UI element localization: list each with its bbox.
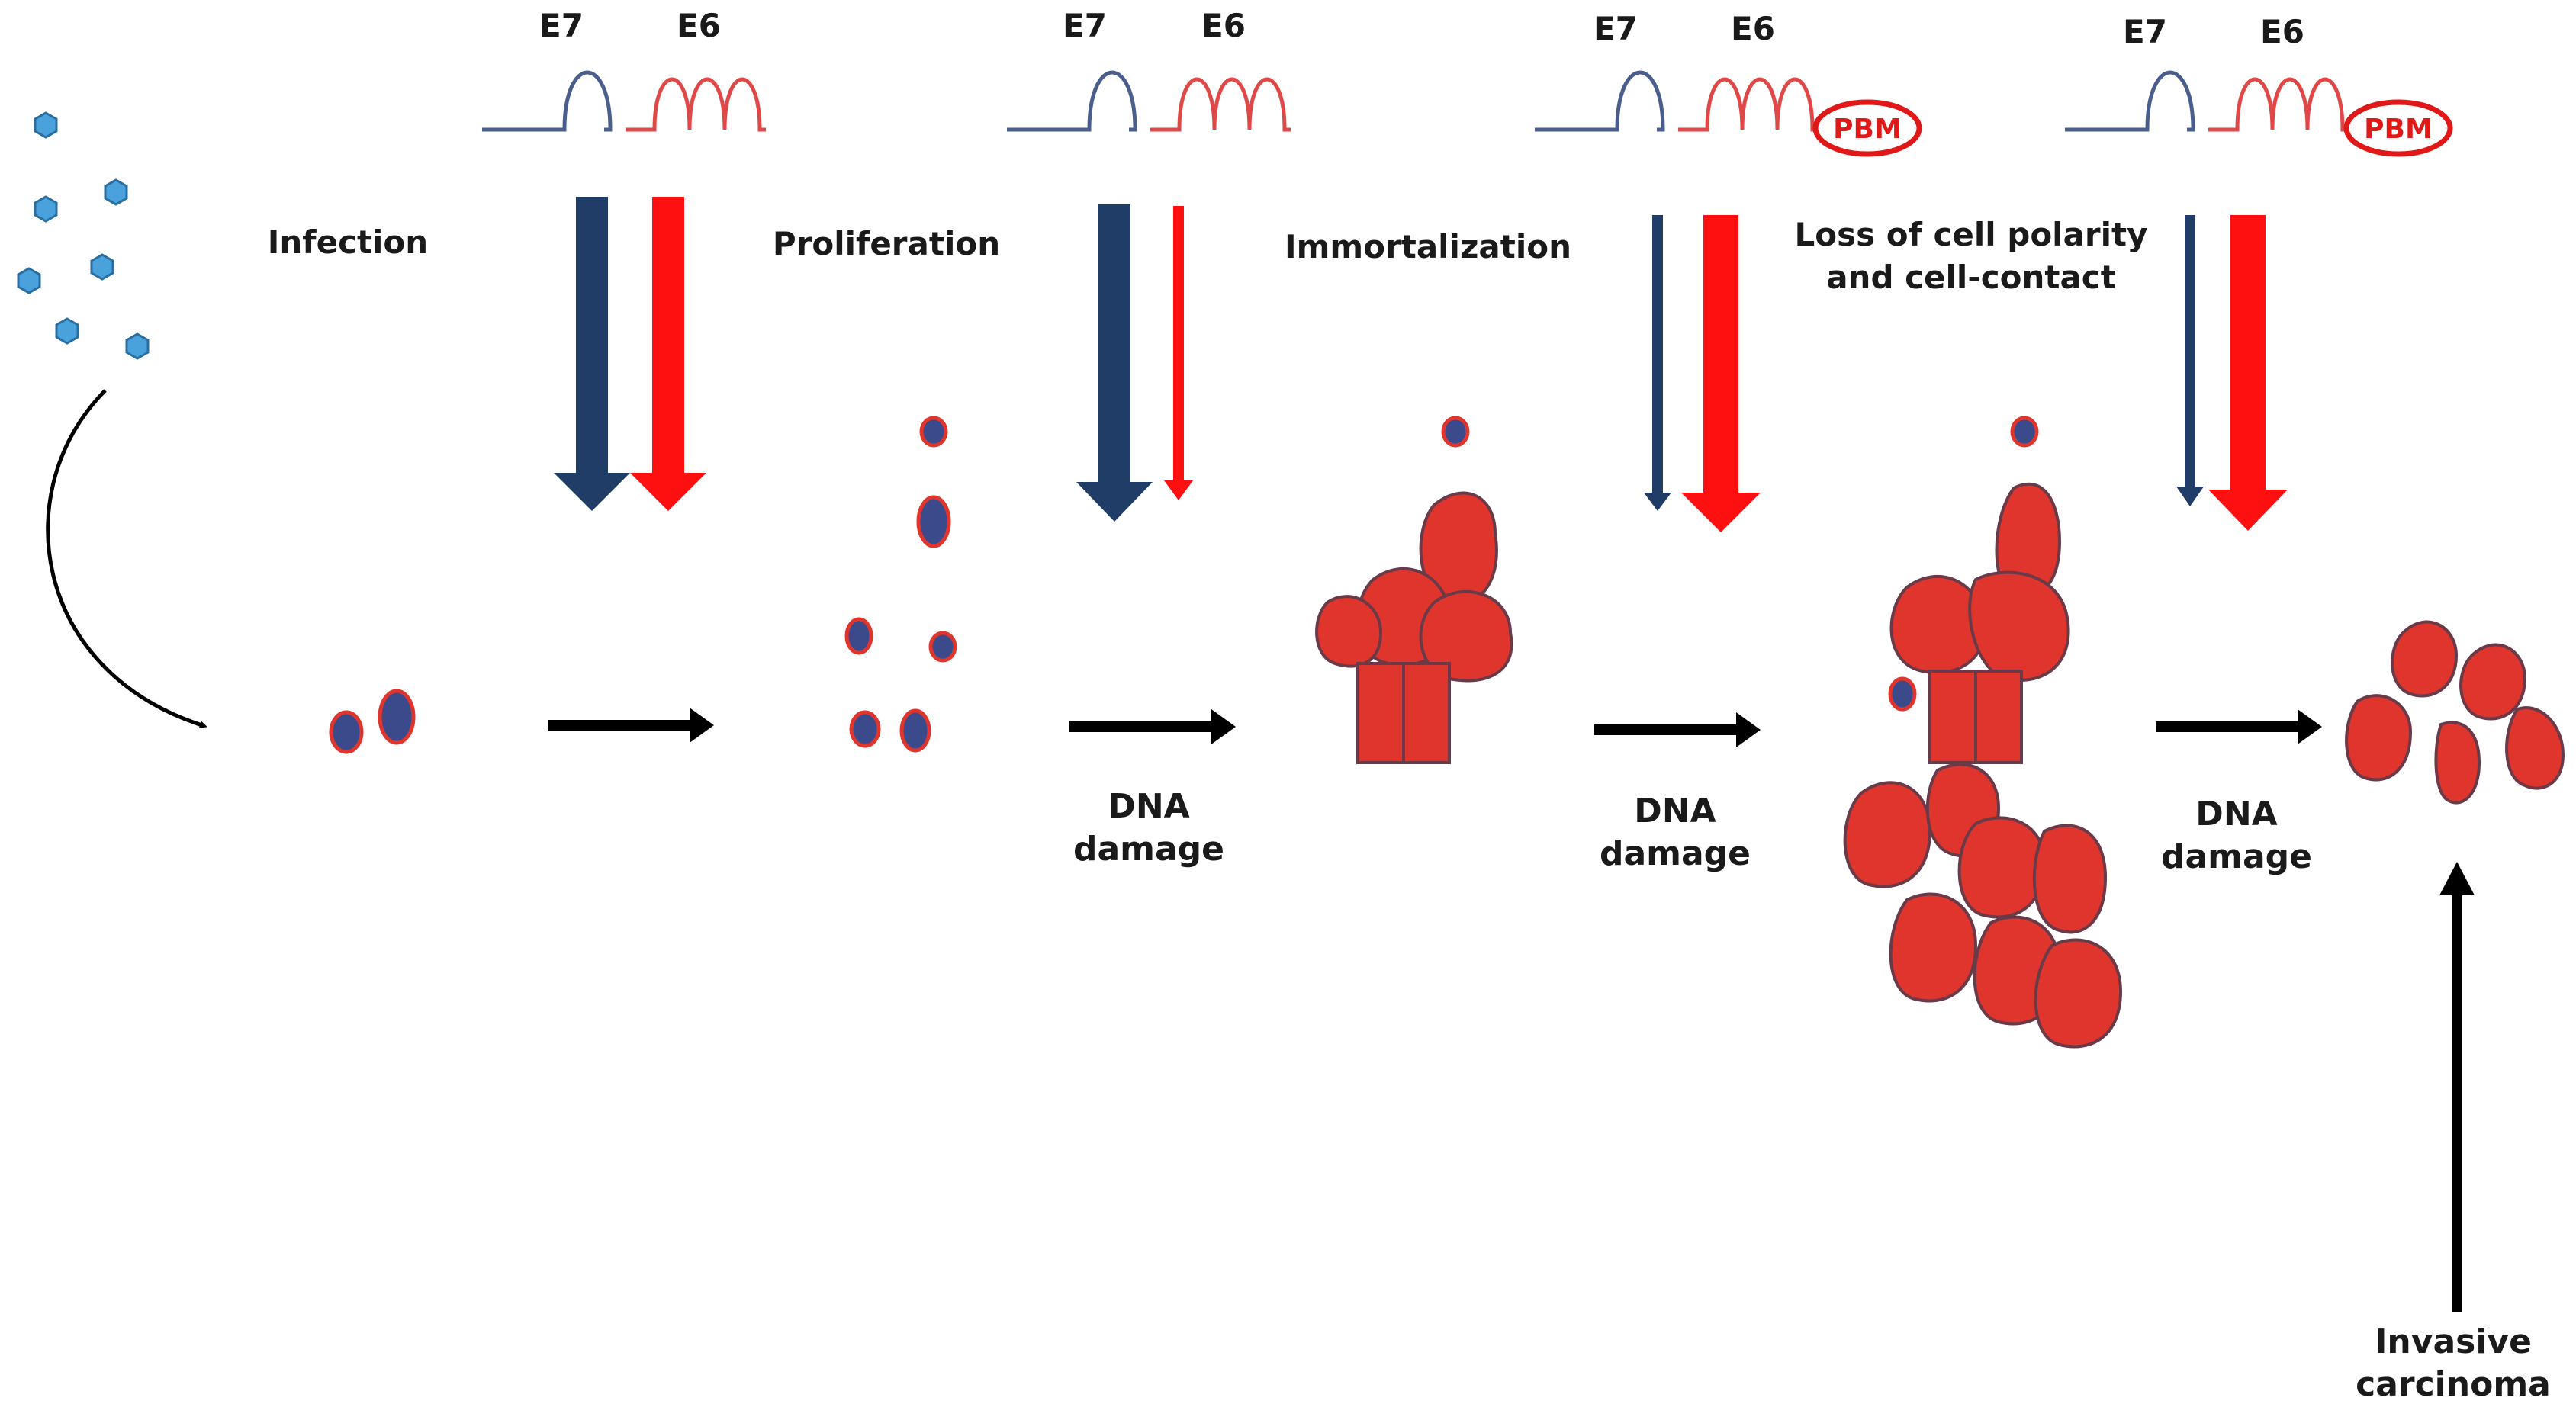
invasive-carcinoma-label-line1: Invasive bbox=[2375, 1322, 2532, 1361]
stage-label-loss-line2: and cell-contact bbox=[1826, 259, 2116, 296]
e6-label: E6 bbox=[1731, 10, 1775, 47]
progression-arrow bbox=[2156, 709, 2322, 744]
dna-damage-label-line1: DNA bbox=[1108, 787, 1189, 826]
infection-curve-arrow bbox=[46, 389, 207, 728]
e7-arrow bbox=[554, 197, 630, 511]
transformed-cells bbox=[1315, 482, 2565, 1049]
e7-label: E7 bbox=[539, 7, 584, 44]
dna-damage-label-line2: damage bbox=[1073, 830, 1224, 869]
progression-arrow bbox=[1069, 709, 1236, 744]
e7-arrow bbox=[2176, 215, 2204, 506]
virion-icon bbox=[104, 178, 128, 206]
e7-label: E7 bbox=[1594, 10, 1638, 47]
progression-arrow bbox=[1594, 712, 1761, 747]
dna-damage-label-line1: DNA bbox=[2195, 795, 2277, 834]
pbm-badge: PBM bbox=[2343, 99, 2453, 157]
e7-label: E7 bbox=[2123, 13, 2167, 50]
e7-label: E7 bbox=[1063, 7, 1107, 44]
invasion-arrow bbox=[2439, 862, 2475, 1312]
virion-icon bbox=[17, 267, 41, 294]
virion-icon bbox=[90, 253, 114, 281]
virions bbox=[17, 111, 150, 360]
gene-schematics bbox=[482, 70, 2349, 132]
stage-label-infection: Infection bbox=[268, 223, 428, 261]
progression-arrows bbox=[548, 708, 2475, 1312]
virion-icon bbox=[55, 317, 79, 345]
e6-arrow bbox=[2208, 215, 2288, 531]
progression-arrow bbox=[548, 708, 714, 743]
virion-icon bbox=[34, 195, 58, 223]
virion-icon bbox=[125, 332, 150, 360]
pbm-badge: PBM bbox=[1812, 99, 1922, 157]
e7-arrow bbox=[1076, 204, 1153, 522]
dna-damage-label-line2: damage bbox=[1600, 834, 1751, 873]
stage-label-proliferation: Proliferation bbox=[773, 225, 1000, 262]
e6-arrow bbox=[1164, 206, 1193, 500]
e6-arrow bbox=[1681, 215, 1761, 532]
virion-icon bbox=[34, 111, 58, 139]
invasive-carcinoma-label-line2: carcinoma bbox=[2356, 1365, 2551, 1404]
svg-text:PBM: PBM bbox=[2364, 114, 2433, 145]
influence-arrows bbox=[554, 197, 2288, 532]
e6-label: E6 bbox=[677, 7, 721, 44]
stage-label-loss-line1: Loss of cell polarity bbox=[1794, 216, 2147, 253]
e6-label: E6 bbox=[2260, 13, 2304, 50]
svg-text:PBM: PBM bbox=[1833, 114, 1902, 145]
e7-arrow bbox=[1644, 215, 1671, 511]
e6-arrow bbox=[630, 197, 706, 511]
stage-label-immortalization: Immortalization bbox=[1285, 228, 1571, 265]
dna-damage-label-line1: DNA bbox=[1634, 792, 1716, 830]
infected-nuclei bbox=[329, 416, 2039, 754]
e6-label: E6 bbox=[1201, 7, 1246, 44]
dna-damage-label-line2: damage bbox=[2161, 837, 2312, 876]
